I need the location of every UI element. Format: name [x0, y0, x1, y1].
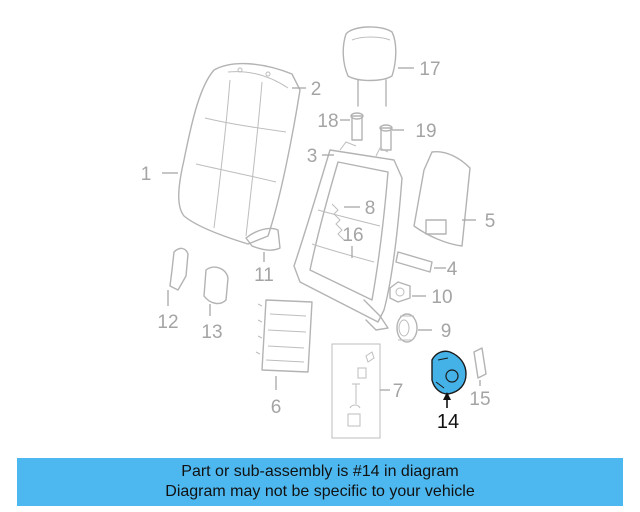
callout-9: 9: [441, 321, 452, 342]
headrest: [342, 26, 397, 107]
callout-1: 1: [141, 164, 152, 185]
callout-11: 11: [254, 265, 274, 286]
callout-13: 13: [201, 322, 222, 343]
callout-18: 18: [317, 111, 338, 132]
banner-line-1: Part or sub-assembly is #14 in diagram: [181, 463, 459, 480]
callout-17: 17: [419, 59, 440, 80]
parts-diagram: 1 2 3 4 5 6 7 8 9 10 11 12 13 14 15 16 1…: [141, 26, 496, 439]
callout-4: 4: [447, 259, 458, 280]
callout-12: 12: [157, 312, 178, 333]
back-panel: [413, 151, 471, 247]
callout-8: 8: [365, 198, 376, 219]
leader-lines: [162, 67, 481, 408]
seat-back-cushion: [178, 62, 301, 245]
clip: [473, 347, 487, 379]
lumbar-pad: [255, 299, 313, 373]
callout-19: 19: [415, 121, 436, 142]
banner-line-2: Diagram may not be specific to your vehi…: [165, 483, 475, 500]
callout-14: 14: [437, 411, 459, 433]
hook-bracket: [169, 247, 189, 291]
callout-6: 6: [271, 397, 282, 418]
frame-spring: [331, 203, 345, 241]
trim-cover: [203, 266, 229, 305]
info-banner: Part or sub-assembly is #14 in diagram D…: [17, 458, 623, 506]
seat-back-frame: [293, 141, 403, 331]
callout-10: 10: [431, 287, 452, 308]
callout-16: 16: [342, 225, 363, 246]
callout-7: 7: [393, 381, 404, 402]
recliner-knob: [389, 281, 411, 303]
handwheel: [396, 313, 418, 343]
hardware-kit: [331, 343, 381, 439]
highlighted-part-14: [431, 350, 467, 395]
callout-15: 15: [469, 389, 490, 410]
callout-5: 5: [485, 211, 496, 232]
side-bracket: [245, 227, 281, 251]
callout-3: 3: [307, 146, 318, 167]
lower-bracket: [395, 251, 433, 273]
callout-2: 2: [311, 79, 322, 100]
headrest-guides: [350, 112, 393, 151]
